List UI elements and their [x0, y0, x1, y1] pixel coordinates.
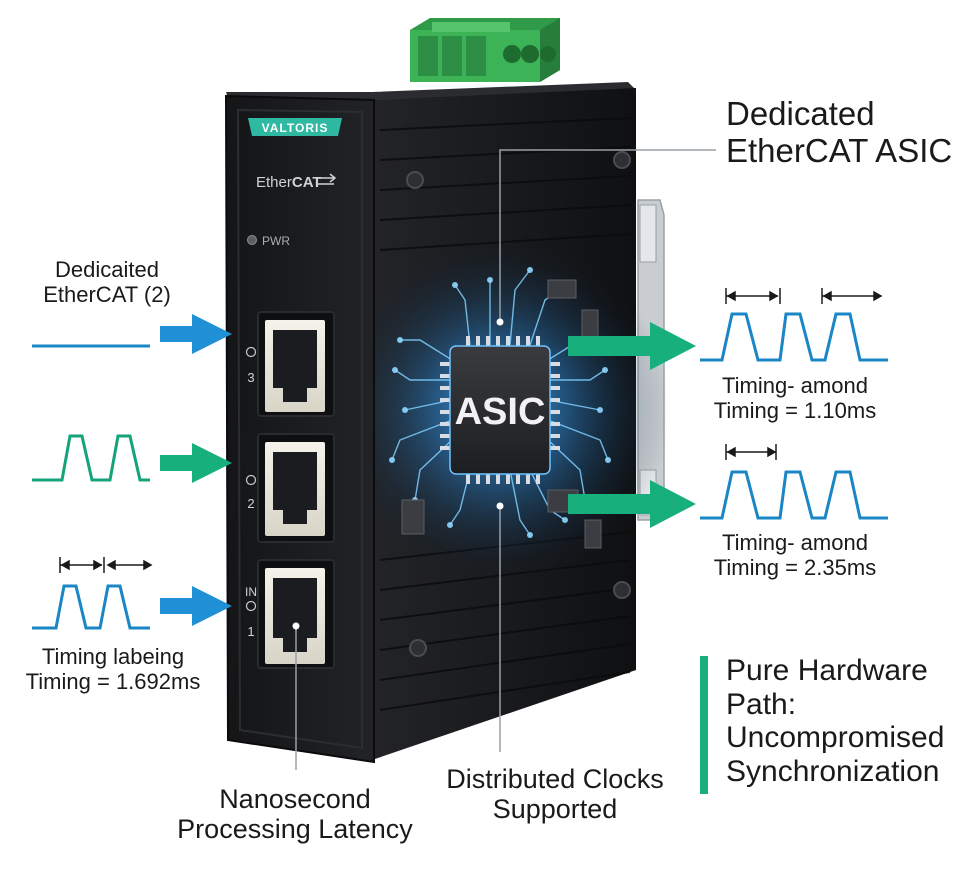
right-arrow-icon	[160, 314, 232, 354]
right-bottom-timing-line-1: Timing- amond	[722, 530, 868, 555]
input-pulse-wave-blue	[32, 584, 150, 630]
leader-lines	[295, 149, 716, 770]
rj45-port-2	[265, 442, 325, 536]
led-icon	[247, 235, 257, 245]
device-top	[226, 82, 636, 100]
latency-callout-line-2: Processing Latency	[177, 814, 413, 845]
clocks-callout-line-1: Distributed Clocks	[446, 764, 664, 794]
latency-callout: Nanosecond Processing Latency	[140, 784, 450, 844]
clocks-callout: Distributed Clocks Supported	[400, 764, 710, 824]
asic-callout: Dedicated EtherCAT ASIC	[726, 95, 953, 170]
left-timing-callout-line-1: Timing labeing	[41, 644, 185, 669]
port-in-label: IN	[245, 585, 257, 599]
clocks-callout-line-2: Supported	[492, 794, 618, 825]
double-arrow-icon	[725, 288, 883, 460]
right-top-timing-callout: Timing- amond Timing = 1.10ms	[690, 373, 900, 423]
hardware-path-callout: Pure Hardware Path: Uncompromised Synchr…	[726, 654, 944, 788]
right-arrow-icon	[568, 322, 696, 370]
leader-dot-asic	[496, 318, 504, 326]
left-input-callout: Dedicaited EtherCAT (2)	[22, 257, 192, 307]
brand-badge	[248, 118, 342, 136]
left-input-callout-line-1: Dedicaited	[55, 257, 159, 282]
port-indicator-icons	[245, 346, 257, 612]
latency-callout-line-1: Nanosecond	[219, 784, 371, 814]
asic-chip-label: ASIC	[455, 391, 546, 433]
asic-callout-line-1: Dedicated	[726, 95, 875, 132]
pcb-nodes	[389, 267, 611, 538]
ethercat-logo: EtherCAT	[256, 174, 322, 191]
hardware-path-line-2: Path:	[726, 687, 797, 721]
terminal-block	[410, 18, 560, 82]
rj45-port-3	[265, 320, 325, 412]
hardware-path-line-4: Synchronization	[726, 754, 940, 788]
right-bottom-timing-line-2: Timing = 2.35ms	[713, 554, 877, 580]
hardware-path-accent-bar	[700, 656, 708, 794]
right-arrow-icon	[160, 443, 232, 483]
hardware-path-line-1: Pure Hardware	[726, 654, 928, 687]
input-pulse-wave-green	[32, 434, 150, 482]
right-top-timing-line-2: Timing = 1.10ms	[713, 397, 877, 423]
double-arrow-icon	[59, 557, 153, 573]
right-arrow-icon	[160, 586, 232, 626]
hardware-path-line-3: Uncompromised	[726, 721, 945, 755]
port-number-2: 2	[247, 496, 254, 511]
right-top-timing-line-1: Timing- amond	[722, 373, 868, 398]
screws	[406, 151, 631, 657]
leader-dot-clocks	[496, 502, 504, 510]
leader-dot-latency	[292, 622, 300, 630]
rj45-port-1	[265, 568, 325, 664]
left-input-callout-line-2: EtherCAT (2)	[43, 281, 171, 307]
asic-callout-line-2: EtherCAT ASIC	[726, 131, 953, 169]
port-number-1: 1	[247, 624, 254, 639]
asic-chip	[440, 336, 560, 484]
right-arrow-icon	[568, 480, 696, 528]
left-timing-callout-line-2: Timing = 1.692ms	[25, 668, 201, 694]
ethercat-logo-arrows-icon	[318, 173, 337, 185]
brand-name: VALTORIS	[262, 121, 329, 135]
output-pulse-wave-bottom	[700, 470, 888, 520]
left-timing-callout: Timing labeing Timing = 1.692ms	[8, 644, 218, 694]
led-label: PWR	[262, 234, 290, 248]
right-bottom-timing-callout: Timing- amond Timing = 2.35ms	[690, 530, 900, 580]
port-number-3: 3	[247, 370, 254, 385]
output-pulse-wave-top	[700, 312, 888, 362]
